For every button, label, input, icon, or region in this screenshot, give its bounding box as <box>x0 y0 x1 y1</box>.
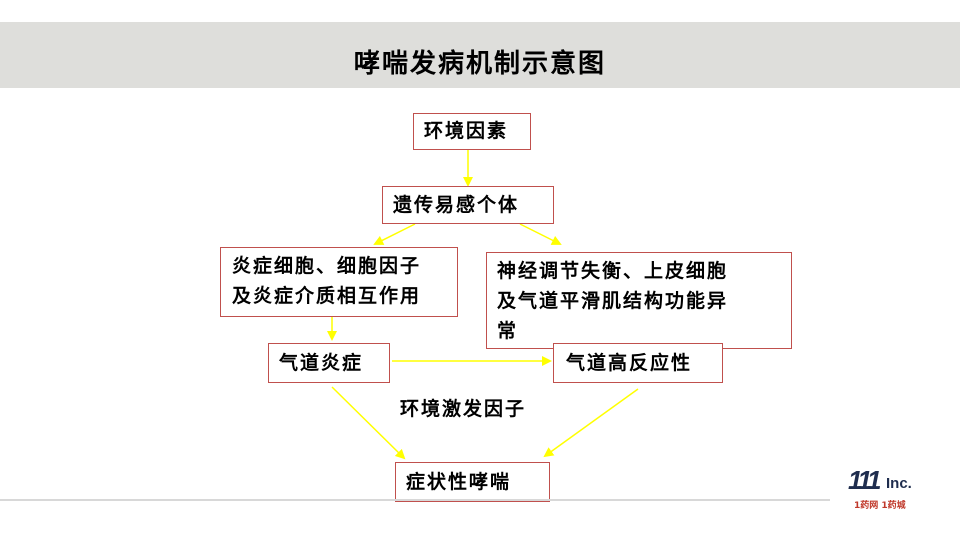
node-neural-imbalance-line1: 神经调节失衡、上皮细胞 <box>497 260 729 282</box>
node-inflammation-cells: 炎症细胞、细胞因子 及炎症介质相互作用 <box>220 247 458 317</box>
node-symptomatic-asthma-label: 症状性哮喘 <box>406 471 512 493</box>
node-inflammation-cells-line1: 炎症细胞、细胞因子 <box>232 255 422 277</box>
node-airway-inflammation: 气道炎症 <box>268 343 390 383</box>
node-neural-imbalance-line3: 常 <box>497 320 519 342</box>
title-band <box>0 22 960 88</box>
arrow-genetic-to-inflammation-cells <box>373 223 416 245</box>
arrow-hyperresponsiveness-to-asthma <box>543 388 639 458</box>
node-neural-imbalance: 神经调节失衡、上皮细胞 及气道平滑肌结构功能异 常 <box>486 252 792 349</box>
page-title: 哮喘发病机制示意图 <box>353 49 606 79</box>
node-genetic-individual-label: 遗传易感个体 <box>393 194 520 216</box>
footer-divider <box>0 499 830 501</box>
node-env-factors: 环境因素 <box>413 113 531 150</box>
node-env-factors-label: 环境因素 <box>424 120 509 142</box>
node-airway-inflammation-label: 气道炎症 <box>279 352 364 374</box>
arrow-genetic-to-neural <box>519 223 562 245</box>
node-airway-hyperresponsiveness-label: 气道高反应性 <box>566 352 693 374</box>
node-airway-hyperresponsiveness: 气道高反应性 <box>553 343 723 383</box>
node-symptomatic-asthma: 症状性哮喘 <box>395 462 550 502</box>
node-inflammation-cells-line2: 及炎症介质相互作用 <box>232 285 422 307</box>
node-genetic-individual: 遗传易感个体 <box>382 186 554 224</box>
company-logo: 111 Inc. 1药网 1药城 <box>848 466 928 516</box>
label-trigger-factors: 环境激发因子 <box>400 398 527 420</box>
node-neural-imbalance-line2: 及气道平滑肌结构功能异 <box>497 290 729 312</box>
arrow-inflammation-to-asthma <box>331 386 406 460</box>
logo-suffix: Inc. <box>886 475 912 492</box>
logo-main-text: 111 <box>848 465 881 495</box>
logo-subtext: 1药网 1药城 <box>854 501 906 511</box>
